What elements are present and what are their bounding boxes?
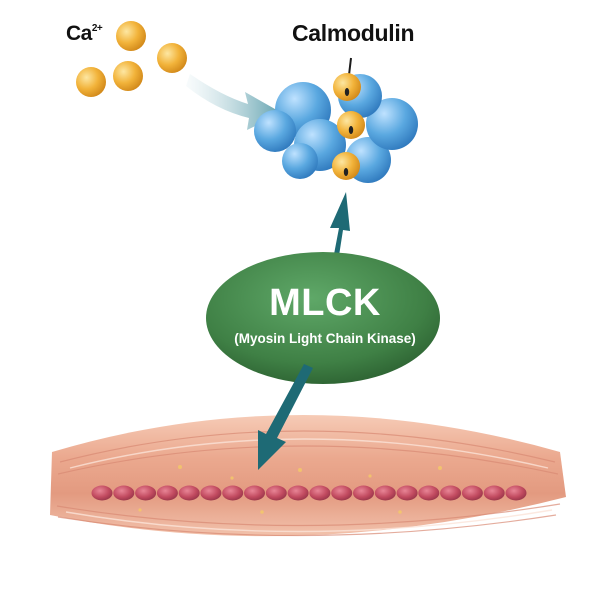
myosin-bead-icon	[418, 485, 440, 501]
myosin-bead-icon	[135, 485, 157, 501]
myosin-bead-icon	[156, 485, 178, 501]
calcium-charge: 2+	[91, 23, 103, 34]
bound-calcium-ion-icon	[337, 111, 365, 139]
calmodulin-label: Calmodulin	[292, 20, 415, 46]
myosin-bead-icon	[396, 485, 418, 501]
myosin-bead-icon	[331, 485, 353, 501]
calcium-ion-icon	[116, 21, 146, 51]
calcium-ion-icon	[113, 61, 143, 91]
mlck-enzyme-icon	[206, 252, 440, 384]
calcium-ion-label: Ca2+	[66, 22, 103, 46]
myosin-bead-icon	[483, 485, 505, 501]
phosphorylation-arrow-down	[258, 364, 313, 470]
calcium-ion-icon	[76, 67, 106, 97]
bound-calcium-ion-icon	[333, 73, 361, 101]
myosin-bead-icon	[244, 485, 265, 501]
myosin-bead-icon	[461, 485, 483, 501]
myosin-bead-icon	[505, 485, 527, 501]
myosin-bead-icon	[287, 485, 309, 501]
mlck-full-name: (Myosin Light Chain Kinase)	[234, 331, 416, 346]
myosin-bead-icon	[178, 485, 200, 501]
myosin-bead-icon	[222, 485, 244, 501]
mlck-title: MLCK	[269, 282, 381, 324]
myosin-bead-icon	[265, 485, 287, 501]
myosin-bead-icon	[309, 485, 331, 501]
myosin-bead-icon	[374, 485, 396, 501]
myosin-bead-icon	[353, 485, 374, 501]
calmodulin-protein-icon	[254, 57, 418, 183]
smooth-muscle-fiber-icon	[50, 415, 566, 537]
calcium-ion-icon	[157, 43, 187, 73]
myosin-bead-icon	[91, 485, 113, 501]
myosin-bead-icon	[440, 485, 462, 501]
calcium-binding-arrow	[186, 74, 282, 130]
myosin-bead-icon	[113, 485, 135, 501]
myosin-bead-row	[91, 485, 527, 501]
calcium-symbol: Ca	[66, 22, 92, 45]
bound-calcium-ion-icon	[332, 152, 360, 180]
myosin-bead-icon	[200, 485, 222, 501]
